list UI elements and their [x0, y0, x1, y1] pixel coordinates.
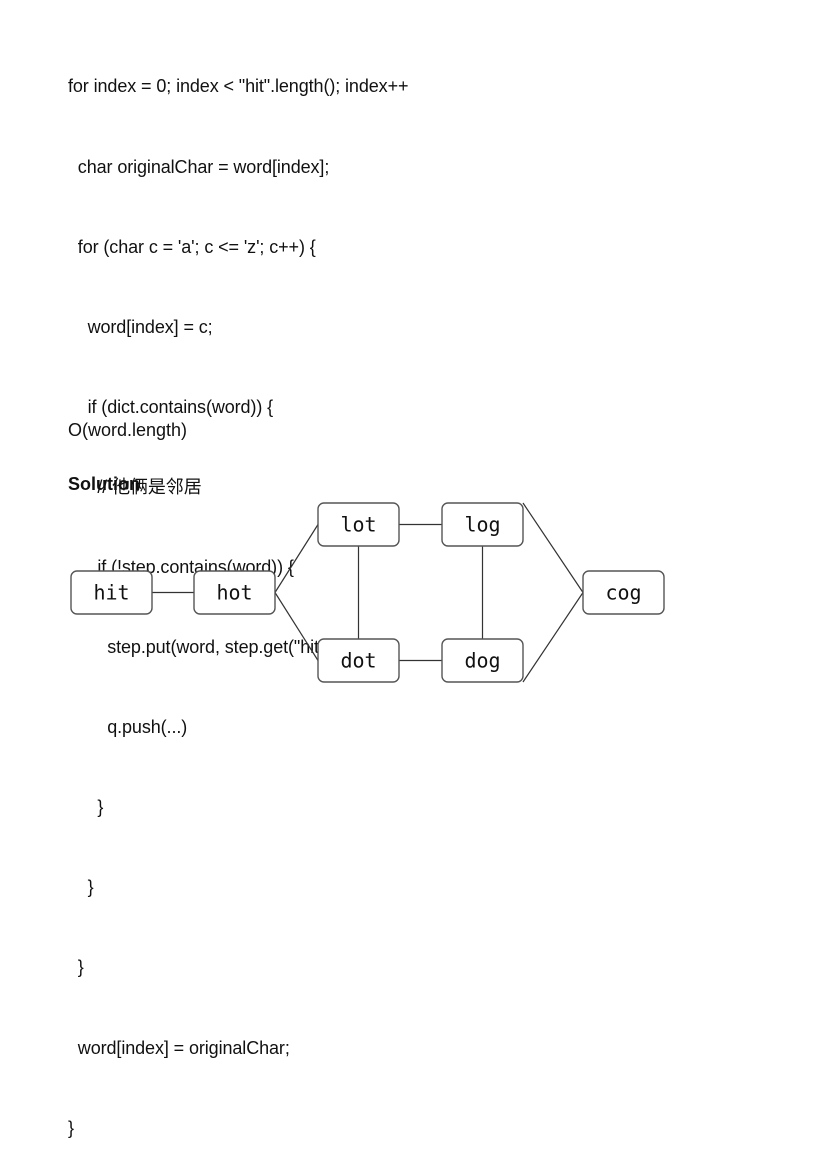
graph-node-log: log: [441, 502, 524, 547]
graph-node-box: [441, 638, 524, 683]
graph-node-label: dog: [464, 649, 500, 673]
code-line: }: [68, 1117, 74, 1138]
graph-node-box: [582, 570, 665, 615]
graph-node-lot: lot: [317, 502, 400, 547]
graph-node-hit: hit: [70, 570, 153, 615]
code-line: word[index] = originalChar;: [68, 1037, 290, 1058]
code-line: for index = 0; index < "hit".length(); i…: [68, 76, 409, 97]
code-line: char originalChar = word[index];: [68, 156, 330, 177]
graph-node-hot: hot: [193, 570, 276, 615]
graph-edge-dog-cog: [522, 592, 584, 683]
graph-node-label: hit: [93, 581, 129, 605]
graph-node-dot: dot: [317, 638, 400, 683]
graph-node-box: [317, 638, 400, 683]
code-line: q.push(...): [68, 717, 188, 738]
complexity-note: O(word.length): [68, 420, 188, 440]
graph-node-label: cog: [605, 581, 641, 605]
graph-edge-hot-dot: [274, 592, 319, 661]
word-ladder-graph: hit hot lot dot log dog cog: [70, 502, 665, 683]
graph-node-cog: cog: [582, 570, 665, 615]
solution-heading: Solution: [68, 474, 140, 494]
code-line: }: [68, 797, 104, 818]
code-comment-line: // 他俩是邻居: [68, 476, 202, 497]
code-line: }: [68, 957, 84, 978]
graph-node-label: lot: [340, 513, 376, 537]
graph-node-box: [70, 570, 153, 615]
graph-edge-log-cog: [522, 502, 584, 593]
graph-node-label: log: [464, 513, 500, 537]
graph-edges: [152, 502, 584, 683]
graph-node-box: [317, 502, 400, 547]
graph-node-label: hot: [216, 581, 252, 605]
code-line: word[index] = c;: [68, 316, 213, 337]
graph-node-box: [441, 502, 524, 547]
graph-node-label: dot: [340, 649, 376, 673]
code-line: for (char c = 'a'; c <= 'z'; c++) {: [68, 236, 316, 257]
graph-node-dog: dog: [441, 638, 524, 683]
graph-edge-hot-lot: [274, 524, 319, 593]
graph-nodes: hit hot lot dot log dog cog: [70, 502, 665, 683]
code-line: if (dict.contains(word)) {: [68, 396, 274, 417]
code-line: }: [68, 877, 94, 898]
graph-node-box: [193, 570, 276, 615]
